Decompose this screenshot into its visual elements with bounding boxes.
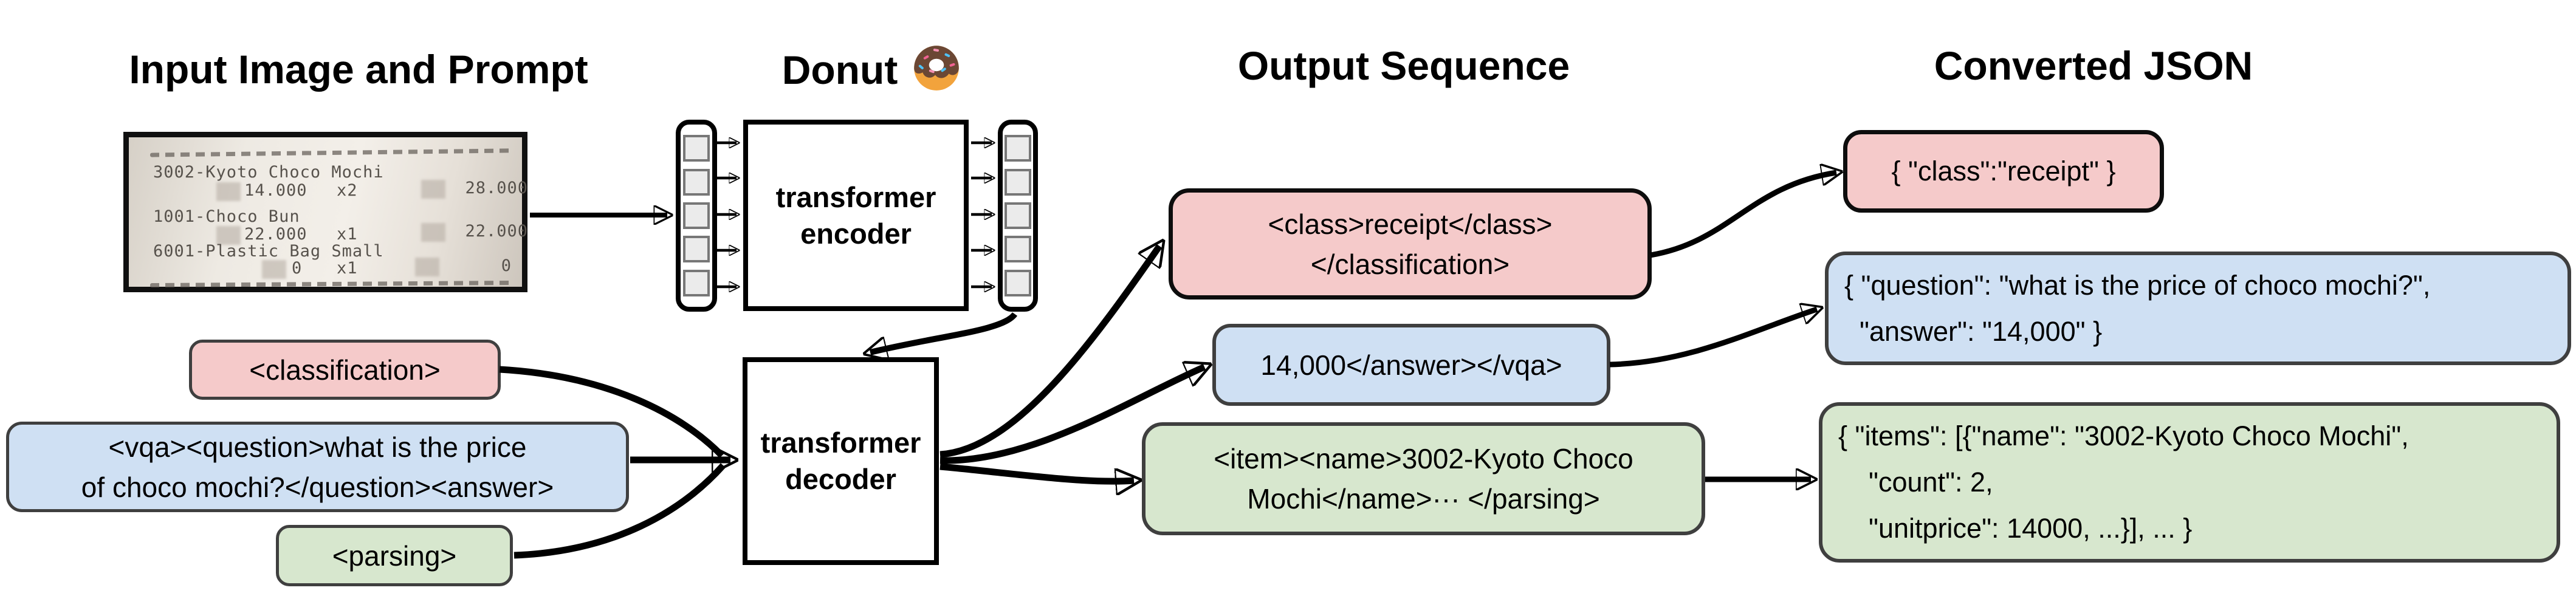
json-vqa: { "question": "what is the price of choc… [1825, 252, 2571, 365]
output-parsing: <item><name>3002-Kyoto Choco Mochi</name… [1142, 422, 1705, 535]
prompt-parsing-text: <parsing> [332, 539, 457, 572]
transformer-decoder-box: transformer decoder [743, 357, 939, 565]
redaction-patch [415, 258, 439, 276]
redaction-patch [216, 226, 241, 245]
arrow-output-to-json-vqa [1609, 309, 1817, 368]
arrow-decoder-to-parsing-output [939, 463, 1134, 481]
section-title-model: Donut [715, 38, 1031, 103]
json-classification: { "class":"receipt" } [1843, 130, 2164, 213]
feature-token [1005, 269, 1031, 296]
redaction-patch [216, 182, 241, 201]
redaction-patch [421, 180, 445, 199]
encoder-label-line: encoder [800, 217, 912, 250]
receipt-unit-price: 14.000 [244, 181, 307, 200]
output-line: 14,000</answer></vqa> [1260, 349, 1562, 381]
receipt-item-name: 1001-Choco Bun [153, 207, 300, 226]
redaction-patch [421, 223, 445, 242]
prompt-vqa-line: <vqa><question>what is the price [108, 431, 527, 463]
feature-token [1005, 168, 1031, 196]
model-title-text: Donut [781, 47, 898, 92]
receipt-line-total: 0 [501, 256, 512, 275]
output-classification: <class>receipt</class> </classification> [1169, 188, 1652, 300]
section-title-json: Converted JSON [1934, 43, 2253, 88]
receipt-line-total: 28.000 [465, 179, 528, 197]
receipt-line-total: 22.000 [465, 222, 528, 241]
feature-token [1005, 202, 1031, 229]
encoded-feature-tokens [998, 120, 1038, 312]
redaction-patch [262, 260, 286, 279]
json-line: { "class":"receipt" } [1891, 156, 2116, 187]
patch-token [683, 135, 710, 162]
prompt-vqa-line: of choco mochi?</question><answer> [81, 471, 554, 503]
output-line: </classification> [1310, 248, 1510, 280]
feature-token [1005, 236, 1031, 263]
prompt-vqa: <vqa><question>what is the price of choc… [6, 422, 629, 512]
arrow-prompt-classification-to-decoder [499, 366, 724, 458]
receipt-qty: x1 [337, 259, 358, 278]
arrow-prompt-parsing-to-decoder [513, 463, 726, 559]
receipt-image: 3002-Kyoto Choco Mochi 14.000 x2 28.000 … [123, 132, 527, 292]
donut-icon [908, 38, 964, 103]
arrow-output-to-json-classification [1650, 173, 1836, 258]
json-line: { "question": "what is the price of choc… [1844, 269, 2431, 301]
patch-token [683, 202, 710, 229]
patch-token [683, 236, 710, 263]
json-parsing: { "items": [{"name": "3002-Kyoto Choco M… [1819, 402, 2560, 563]
receipt-unit-price: 0 [292, 259, 303, 278]
prompt-parsing: <parsing> [276, 525, 513, 586]
receipt-qty: x1 [337, 225, 358, 244]
arrow-decoder-to-vqa-output [939, 367, 1204, 464]
json-line: "unitprice": 14000, ...}], ... } [1838, 513, 2193, 544]
feature-token [1005, 135, 1031, 162]
receipt-item-name: 3002-Kyoto Choco Mochi [153, 163, 384, 182]
output-line: Mochi</name>··· </parsing> [1247, 483, 1600, 515]
prompt-classification: <classification> [189, 340, 501, 400]
section-title-output: Output Sequence [1237, 43, 1570, 88]
arrow-features-to-decoder [870, 312, 1018, 352]
json-line: { "items": [{"name": "3002-Kyoto Choco M… [1838, 420, 2409, 451]
receipt-qty: x2 [337, 181, 358, 200]
section-title-input: Input Image and Prompt [129, 47, 588, 92]
receipt-unit-price: 22.000 [244, 225, 307, 244]
decoder-label-line: decoder [785, 463, 896, 495]
receipt-item-name: 6001-Plastic Bag Small [153, 242, 384, 261]
input-patch-tokens [676, 120, 717, 312]
prompt-classification-text: <classification> [249, 354, 441, 386]
transformer-encoder-box: transformer encoder [743, 120, 969, 311]
patch-token [683, 168, 710, 196]
patch-token [683, 269, 710, 296]
json-line: "answer": "14,000" } [1844, 315, 2103, 347]
encoder-label-line: transformer [775, 180, 936, 213]
decoder-label-line: transformer [760, 426, 921, 459]
arrow-decoder-to-classification-output [939, 246, 1159, 458]
output-line: <item><name>3002-Kyoto Choco [1214, 443, 1633, 474]
json-line: "count": 2, [1838, 467, 1993, 498]
output-line: <class>receipt</class> [1268, 208, 1553, 240]
output-vqa: 14,000</answer></vqa> [1212, 324, 1610, 406]
